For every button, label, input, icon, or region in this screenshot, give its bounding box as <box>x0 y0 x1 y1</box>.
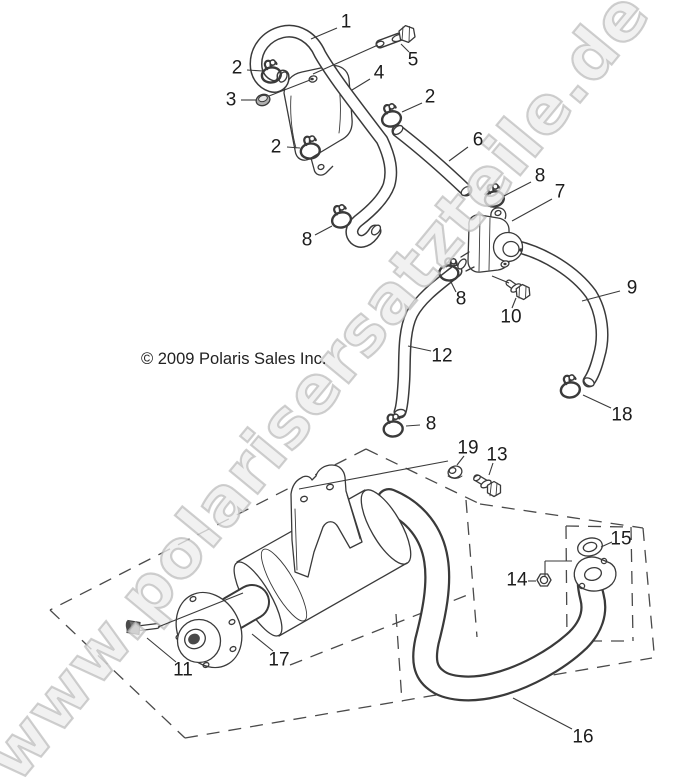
callout-leader-line <box>407 345 432 352</box>
callout-leader-line <box>449 279 457 293</box>
bolt-10 <box>505 279 531 301</box>
callout-leader-line <box>351 78 371 91</box>
part-number-label: 18 <box>611 405 632 426</box>
bracket-spacer <box>447 465 463 479</box>
part-number-label: 14 <box>506 570 528 591</box>
part-number-label: 9 <box>627 278 638 299</box>
dashed-boundary-line <box>630 526 634 642</box>
callout-leader-line <box>400 43 410 53</box>
part-number-label: 8 <box>302 230 313 251</box>
callout-leader-line <box>582 394 612 409</box>
leader-lines <box>146 27 621 730</box>
callout-leader-line <box>503 181 532 197</box>
clamp-18 <box>557 372 583 401</box>
callout-leader-line <box>456 455 465 466</box>
callout-leader-line <box>310 27 338 40</box>
exhaust-gasket <box>577 537 603 557</box>
callout-leader-line <box>512 697 573 730</box>
part-number-label: 6 <box>473 130 484 151</box>
exhaust-assembly <box>125 464 617 702</box>
callout-leader-line <box>401 102 423 113</box>
part-number-label: 8 <box>535 166 546 187</box>
part-number-label: 7 <box>555 182 566 203</box>
part-number-label: 8 <box>456 289 467 310</box>
part-number-label: 2 <box>232 58 243 79</box>
dashed-boundary-line <box>49 609 186 739</box>
callout-leader-line <box>286 146 301 149</box>
flange-bolt <box>125 619 160 636</box>
callout-leader-line <box>448 146 469 162</box>
part-number-label: 19 <box>457 438 478 459</box>
grommet <box>255 93 271 107</box>
dashed-boundary-line <box>479 503 644 529</box>
dashed-boundary-line <box>565 525 632 528</box>
air-injection-assembly <box>249 24 609 439</box>
canister <box>283 64 353 176</box>
dashed-boundary-line <box>565 525 568 642</box>
bracket-bolt <box>473 474 502 498</box>
construction-line <box>298 460 449 490</box>
muffler-inlet-flange <box>175 584 270 669</box>
callout-leader-line <box>581 290 621 302</box>
copyright-text: © 2009 Polaris Sales Inc. <box>141 350 327 368</box>
part-number-label: 15 <box>610 529 631 550</box>
part-number-label: 10 <box>500 307 521 328</box>
callout-leader-line <box>600 541 613 548</box>
hose-9 <box>508 239 609 388</box>
construction-line <box>157 592 244 628</box>
exhaust-pipe <box>376 488 607 702</box>
part-number-label: 8 <box>426 414 437 435</box>
part-number-label: 4 <box>374 63 385 84</box>
flange-nut <box>536 573 552 587</box>
dashed-boundary-line <box>184 657 653 739</box>
callout-leader-line <box>511 297 517 309</box>
construction-line <box>268 79 311 97</box>
part-number-label: 16 <box>572 727 593 748</box>
callout-leader-line <box>511 198 553 222</box>
hose-6 <box>391 124 473 197</box>
dashed-boundary-line <box>395 613 403 703</box>
construction-line <box>312 44 379 75</box>
part-number-label: 5 <box>408 50 419 71</box>
dashed-boundary-line <box>642 527 655 653</box>
muffler-bracket <box>290 464 363 578</box>
dashed-boundary-line <box>49 448 367 611</box>
hose-1 <box>249 24 398 248</box>
pipe-flange <box>573 556 617 592</box>
callout-leader-line <box>314 225 333 236</box>
callout-leader-line <box>246 69 264 72</box>
callout-leader-line <box>405 424 421 427</box>
callout-leader-line <box>251 633 274 652</box>
construction-line <box>491 275 510 284</box>
part-number-label: 12 <box>431 346 452 367</box>
air-valve <box>457 207 524 273</box>
callout-leader-line <box>488 462 494 476</box>
part-number-label: 13 <box>486 445 507 466</box>
part-number-label: 2 <box>425 87 436 108</box>
part-number-label: 2 <box>271 137 282 158</box>
part-number-label: 1 <box>341 12 352 33</box>
dashed-boundary-line <box>465 499 478 638</box>
part-number-label: 3 <box>226 90 237 111</box>
part-number-label: 11 <box>173 660 193 681</box>
bolt-5 <box>375 24 416 49</box>
callout-leader-line <box>146 637 177 663</box>
part-number-label: 17 <box>268 650 289 671</box>
